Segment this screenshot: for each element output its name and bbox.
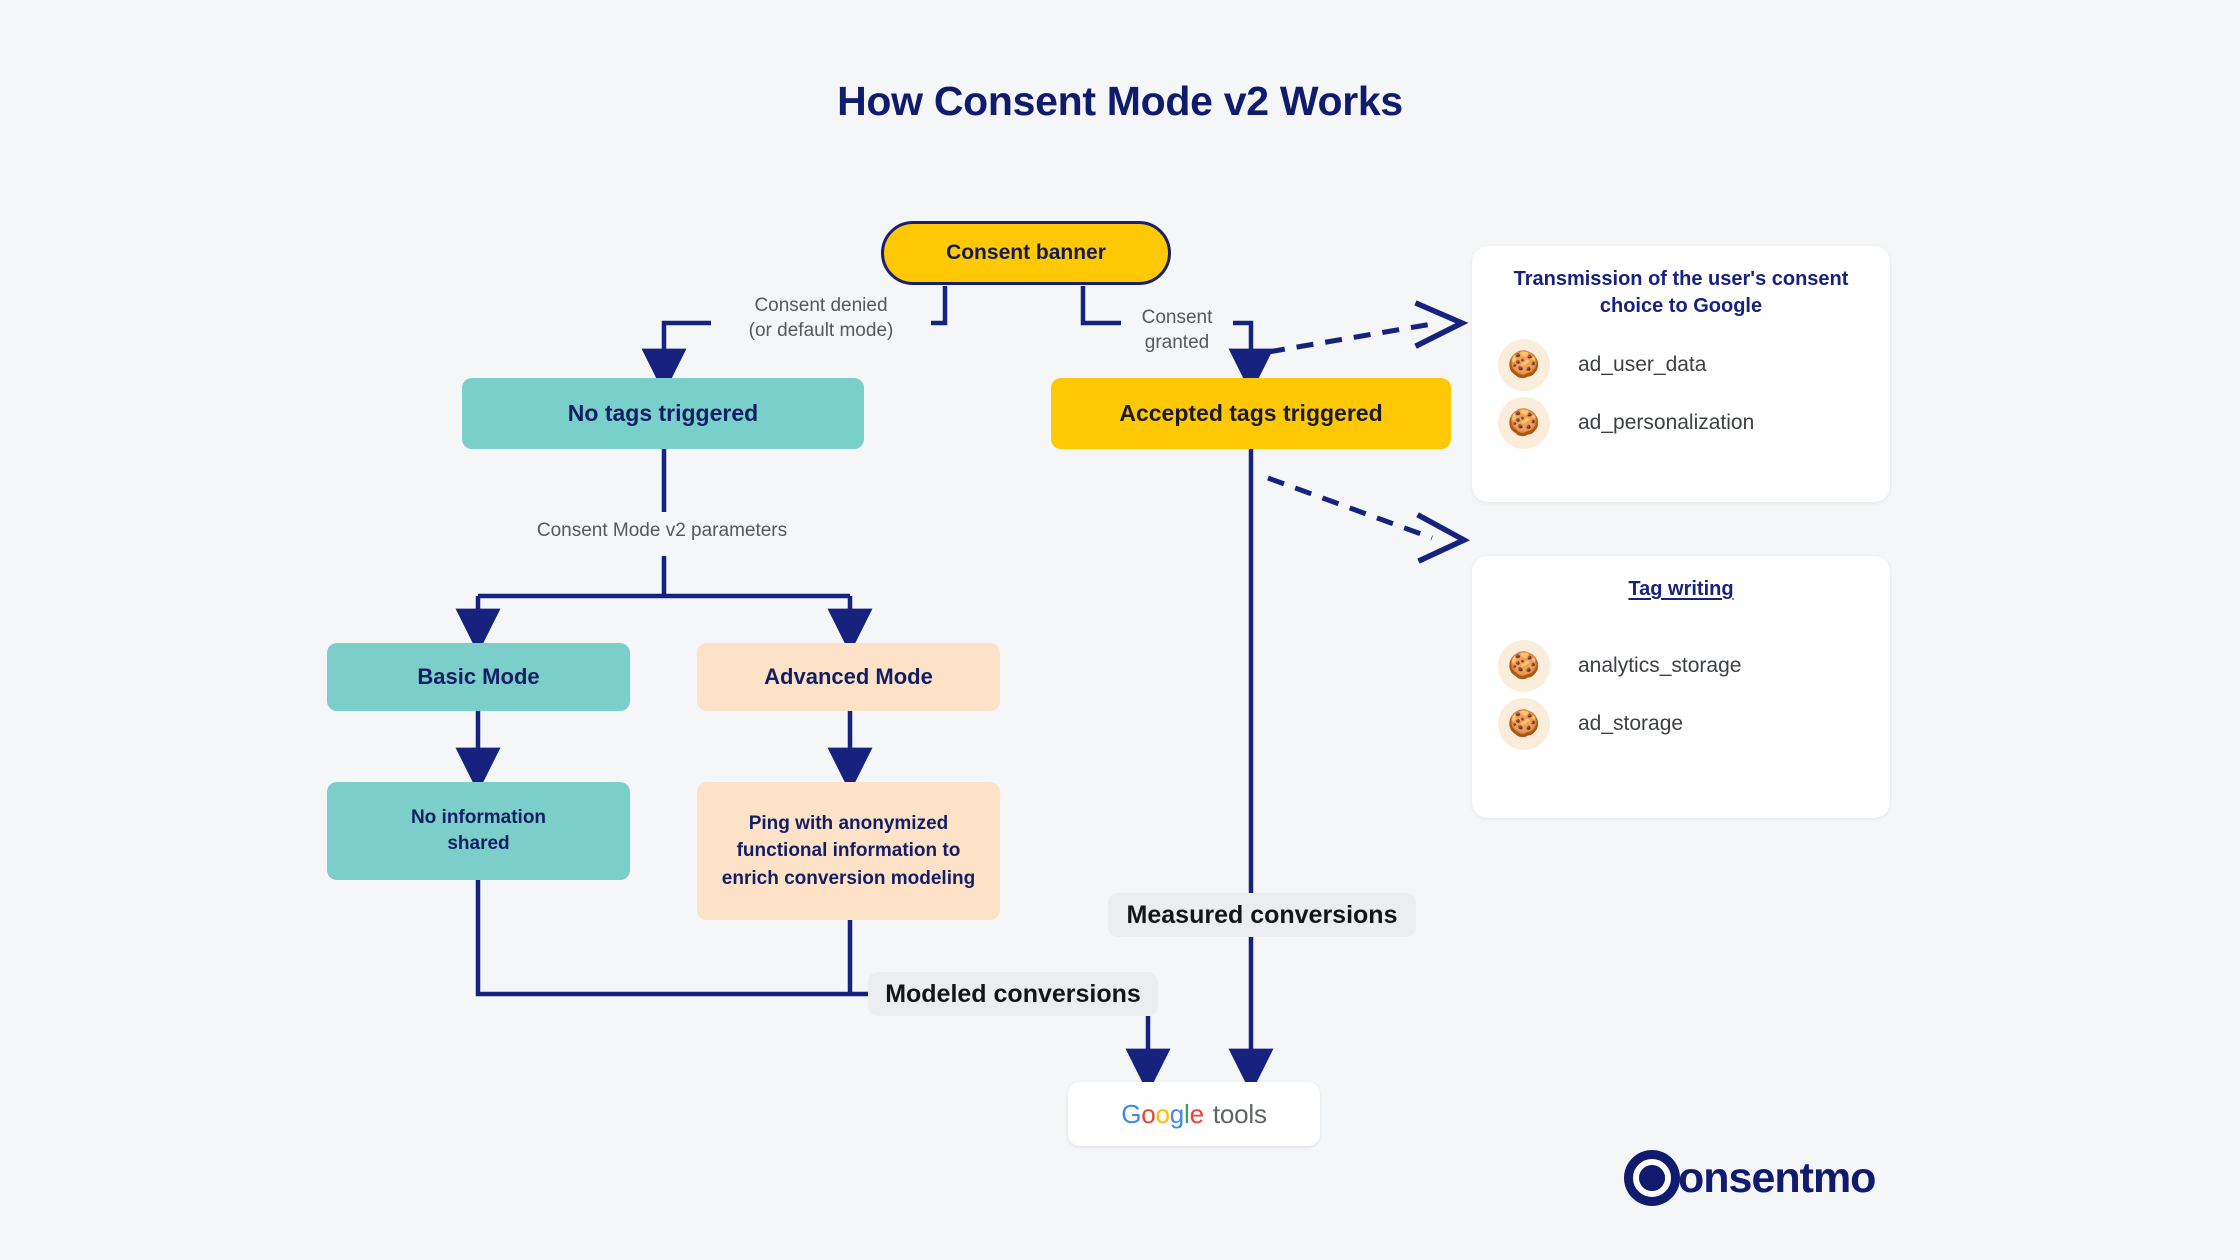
cookie-icon: 🍪 [1498,338,1550,391]
card-item-list: 🍪 analytics_storage 🍪 ad_storage [1498,637,1864,753]
node-no-tags-triggered[interactable]: No tags triggered [462,378,864,449]
node-basic-mode[interactable]: Basic Mode [327,643,630,711]
node-ping-anonymized-info[interactable]: Ping with anonymized functional informat… [697,782,1000,920]
node-advanced-mode[interactable]: Advanced Mode [697,643,1000,711]
google-letter-l: l [1184,1098,1190,1129]
list-item-label: ad_storage [1578,711,1684,735]
google-letter-o2: o [1155,1098,1170,1129]
card-transmission-of-consent: Transmission of the user's consent choic… [1472,246,1890,502]
node-accepted-tags-triggered[interactable]: Accepted tags triggered [1051,378,1451,449]
list-item-label: ad_user_data [1578,352,1707,376]
chip-modeled-conversions: Modeled conversions [868,972,1158,1016]
list-item-label: analytics_storage [1578,653,1742,677]
google-letter-o1: o [1141,1098,1156,1129]
card-item-list: 🍪 ad_user_data 🍪 ad_personalization [1498,336,1864,452]
google-letter-g: G [1121,1098,1142,1129]
list-item: 🍪 ad_user_data [1498,336,1864,394]
page-title: How Consent Mode v2 Works [837,78,1403,124]
cookie-icon: 🍪 [1498,639,1550,692]
card-tag-writing: Tag writing 🍪 analytics_storage 🍪 ad_sto… [1472,556,1890,818]
copyright-c-icon [1624,1150,1680,1206]
edge-label-consent-mode-parameters: Consent Mode v2 parameters [536,520,788,541]
node-no-information-shared[interactable]: No information shared [327,782,630,880]
cookie-icon: 🍪 [1498,396,1550,449]
edge-label-consent-granted: Consent granted [1141,307,1213,354]
card-title: Tag writing [1628,578,1734,600]
cookie-icon: 🍪 [1498,697,1550,750]
google-letter-g2: g [1169,1098,1185,1129]
list-item-label: ad_personalization [1578,410,1755,434]
list-item: 🍪 analytics_storage [1498,637,1864,695]
google-letter-e: e [1189,1098,1204,1129]
chip-measured-conversions: Measured conversions [1108,893,1416,937]
list-item: 🍪 ad_personalization [1498,394,1864,452]
node-consent-banner[interactable]: Consent banner [881,221,1171,285]
consentmo-logo: onsentmo [1624,1150,1876,1206]
brand-name: onsentmo [1678,1153,1876,1202]
list-item: 🍪 ad_storage [1498,695,1864,753]
google-tools-suffix: tools [1212,1098,1267,1129]
card-title: Transmission of the user's consent choic… [1513,268,1849,317]
edge-label-consent-denied: Consent denied (or default mode) [748,295,894,342]
